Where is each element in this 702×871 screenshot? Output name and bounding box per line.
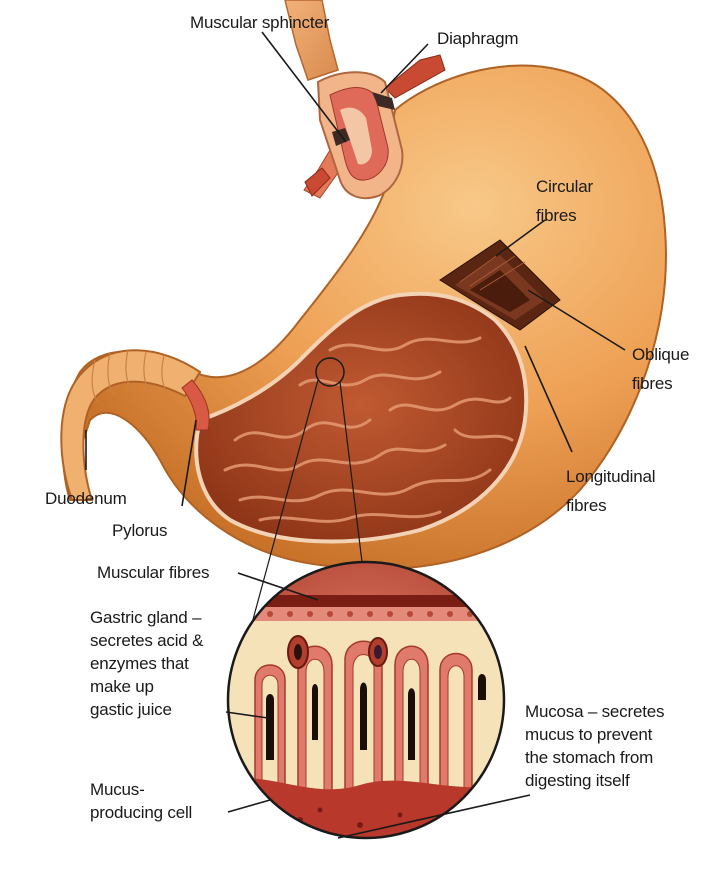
label-longitudinal-line-2: fibres xyxy=(566,495,655,516)
label-oblique-line-2: fibres xyxy=(632,373,689,394)
label-gastric-line-2: secretes acid & xyxy=(90,629,203,652)
label-muscular-fibres: Muscular fibres xyxy=(97,562,209,583)
label-mucosa-line-2: mucus to prevent xyxy=(525,723,664,746)
label-circular-line-1: Circular xyxy=(536,176,593,197)
label-mucus-line-2: producing cell xyxy=(90,801,192,824)
label-duodenum: Duodenum xyxy=(45,488,127,509)
label-mucosa-line-4: digesting itself xyxy=(525,769,664,792)
label-muscular-sphincter: Muscular sphincter xyxy=(190,12,329,33)
label-longitudinal-line-1: Longitudinal xyxy=(566,466,655,487)
label-pylorus: Pylorus xyxy=(112,520,167,541)
label-oblique-line-1: Oblique xyxy=(632,344,689,365)
label-gastric-gland: Gastric gland – secretes acid & enzymes … xyxy=(90,606,203,721)
label-mucosa: Mucosa – secretes mucus to prevent the s… xyxy=(525,700,664,792)
label-oblique-fibres: Oblique fibres xyxy=(632,344,689,394)
label-gastric-line-1: Gastric gland – xyxy=(90,606,203,629)
label-mucus-producing-cell: Mucus- producing cell xyxy=(90,778,192,824)
label-gastric-line-3: enzymes that xyxy=(90,652,203,675)
label-gastric-line-5: gastic juice xyxy=(90,698,203,721)
label-mucosa-line-1: Mucosa – secretes xyxy=(525,700,664,723)
label-gastric-line-4: make up xyxy=(90,675,203,698)
label-diaphragm: Diaphragm xyxy=(437,28,518,49)
label-mucosa-line-3: the stomach from xyxy=(525,746,664,769)
label-circular-fibres: Circular fibres xyxy=(536,176,593,226)
label-longitudinal-fibres: Longitudinal fibres xyxy=(566,466,655,516)
label-circular-line-2: fibres xyxy=(536,205,593,226)
label-mucus-line-1: Mucus- xyxy=(90,778,192,801)
